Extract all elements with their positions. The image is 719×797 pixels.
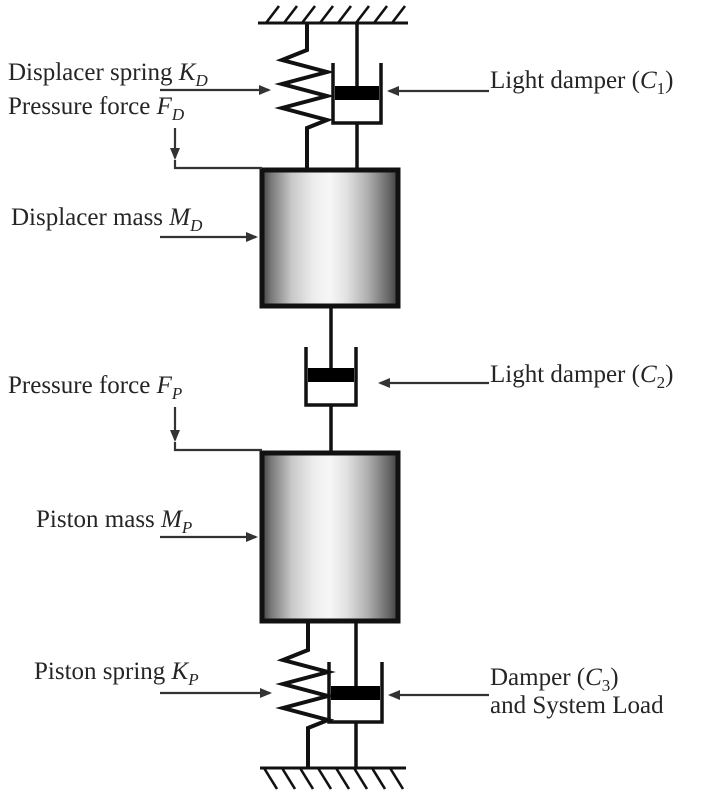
subscript: 3 [601, 676, 611, 695]
symbol: C [639, 67, 657, 94]
label-text: Displacer spring [8, 59, 179, 86]
displacer-mass-block [259, 167, 401, 309]
label-close: ) [610, 664, 619, 691]
symbol: M [161, 506, 182, 533]
light-damper-1-label: Light damper (C1) [490, 67, 674, 98]
label-close: ) [665, 67, 674, 94]
label-close: ) [665, 361, 674, 388]
damper-c1 [331, 24, 383, 168]
displacer-mass-label: Displacer mass MD [11, 204, 203, 235]
pressure-force-p-label: Pressure force FP [8, 372, 183, 403]
symbol: C [639, 361, 657, 388]
damper-c3 [327, 623, 384, 768]
label-text: Pressure force [8, 372, 157, 399]
label-text: Displacer mass [11, 204, 170, 231]
damper-c2-piston [308, 368, 354, 382]
damper-c1-piston [335, 86, 379, 100]
ground-support [260, 766, 406, 790]
label-text: Piston mass [36, 506, 162, 533]
symbol: F [156, 93, 172, 120]
label-text: Piston spring [34, 658, 172, 685]
damper-3-label-line1: Damper (C3) [490, 664, 664, 695]
ceiling-support [258, 5, 408, 25]
symbol: K [171, 658, 189, 685]
symbol: F [156, 372, 172, 399]
symbol: M [169, 204, 191, 231]
subscript: P [181, 518, 193, 537]
light-damper-2-label: Light damper (C2) [490, 361, 674, 392]
pressure-force-d-label: Pressure force FD [8, 93, 185, 124]
piston-spring [275, 623, 336, 768]
displacer-spring-label: Displacer spring KD [8, 59, 208, 90]
pressure-force-d-arrow [170, 128, 262, 170]
piston-mass-label: Piston mass MP [36, 506, 193, 537]
subscript: 1 [656, 79, 666, 98]
damper-3-label: Damper (C3) and System Load [490, 664, 664, 719]
pressure-force-p-arrow [170, 407, 262, 452]
subscript: 2 [656, 373, 666, 392]
subscript: D [195, 71, 208, 90]
subscript: P [171, 384, 183, 403]
label-text: Light damper ( [490, 361, 640, 388]
label-text: Light damper ( [490, 67, 640, 94]
piston-spring-label: Piston spring KP [34, 658, 199, 689]
damper-3-label-line2: and System Load [490, 691, 664, 719]
subscript: D [190, 216, 203, 235]
damper-c3-piston [331, 686, 380, 700]
symbol: C [585, 664, 602, 691]
piston-mass-block [259, 450, 401, 624]
subscript: D [171, 105, 185, 124]
displacer-spring [274, 24, 335, 168]
annotation-arrows [160, 85, 489, 700]
symbol: K [178, 59, 196, 86]
damper-c2 [304, 308, 358, 451]
label-text: Damper ( [490, 664, 586, 691]
label-text: Pressure force [8, 93, 157, 120]
subscript: P [188, 670, 199, 689]
